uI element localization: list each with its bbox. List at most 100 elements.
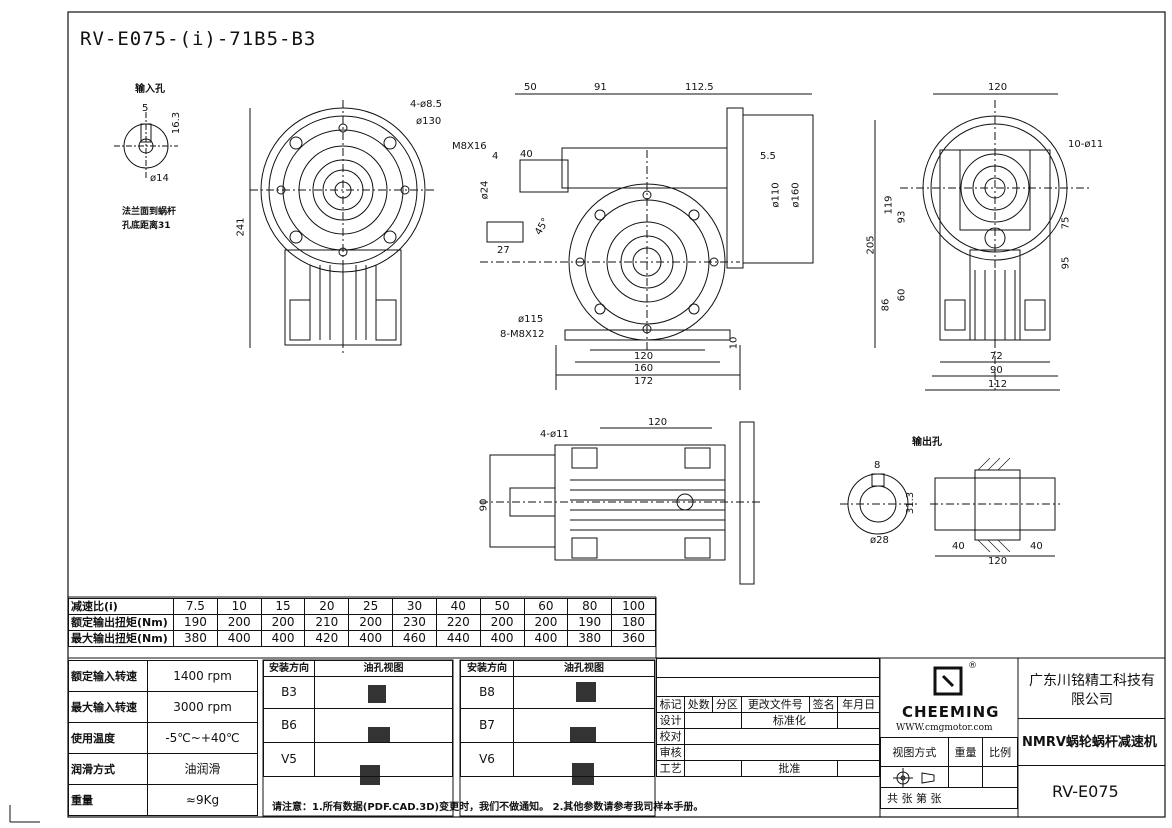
brand-url: WWW.cmgmotor.com [896,723,993,733]
dim-label: 31.3 [905,491,917,515]
input-hole-title: 输入孔 [135,84,165,95]
mounting-table-right: 安装方向油孔视图 B8 B7 V6 [460,660,655,777]
rev-header: 签名 [809,696,839,713]
spec-value: -5℃~+40℃ [147,722,258,754]
max-header: 最大输出扭矩(Nm) [68,630,174,647]
mount-v6: V6 [460,742,514,777]
spec-label: 额定输入转速 [68,660,148,692]
spec-value: 1400 rpm [147,660,258,692]
view-mode-label: 视图方式 [880,737,949,767]
oil-view-cell [513,708,655,743]
ratio-cell: 100 [611,598,656,615]
bottom-view [480,421,760,585]
mount-v5: V5 [263,742,315,777]
registered-mark: ® [968,661,977,671]
dim-label: 4-ø8.5 [410,99,442,110]
dim-label: 120 [988,556,1008,567]
mount-b7: B7 [460,708,514,743]
ratio-cell: 15 [260,598,306,615]
rated-cell: 230 [392,614,437,631]
spec-row: 重量≈9Kg [68,784,258,816]
dim-label: 160 [634,363,654,374]
dim-label: 120 [648,417,668,428]
rev-row: 设计 [655,712,686,729]
dim-label: ø28 [870,535,889,546]
drawing-frame [67,11,1166,818]
flange-note-line1: 法兰面到蜗杆 [122,207,177,217]
dim-label: 205 [865,235,877,255]
scale-label: 比例 [982,737,1018,767]
dim-label: 16.3 [171,111,183,135]
rated-cell: 210 [304,614,350,631]
output-hole-title: 输出孔 [912,437,942,448]
dim-label: ø115 [518,314,544,325]
dim-label: M8X16 [452,141,487,152]
weight-label: 重量 [947,737,984,767]
max-cell: 360 [611,630,656,647]
ratio-cell: 7.5 [173,598,218,615]
dim-label: ø160 [790,182,802,208]
dim-label: ø130 [416,116,442,127]
mount-col-oil: 油孔视图 [314,660,453,677]
dim-label: 95 [1060,256,1072,270]
spec-value: ≈9Kg [147,784,258,816]
rev-header: 分区 [712,696,742,713]
dim-label: 90 [478,498,490,512]
rated-cell: 180 [611,614,656,631]
dim-label: 172 [634,376,654,387]
max-cell: 400 [260,630,306,647]
dim-label: 10 [728,336,740,350]
dim-label: 112 [988,379,1008,390]
flange-note-line2: 孔底距离31 [122,221,171,231]
right-view [874,93,1090,391]
rated-cell: 200 [523,614,569,631]
max-cell: 440 [435,630,481,647]
dim-label: ø14 [150,173,169,184]
spec-label: 使用温度 [68,722,148,754]
dim-label: 60 [896,288,908,302]
max-cell: 420 [304,630,350,647]
dim-label: 4-ø11 [540,429,569,440]
ratio-cell: 40 [435,598,481,615]
spec-row: 使用温度-5℃~+40℃ [68,722,258,754]
max-cell: 460 [392,630,437,647]
dim-label: 27 [497,245,510,256]
dim-label: 112.5 [685,82,714,93]
ratio-cell: 10 [216,598,262,615]
dim-label: 93 [896,210,908,224]
dim-label: 5 [142,103,149,114]
oil-view-cell [513,676,655,709]
brand-name: CHEEMING [902,703,1000,721]
max-cell: 400 [479,630,525,647]
ratio-cell: 20 [304,598,350,615]
rev-header: 处数 [684,696,714,713]
dim-label: 241 [235,217,247,237]
mounting-table-left: 安装方向油孔视图 B3 B6 V5 [263,660,453,777]
spec-label: 润滑方式 [68,753,148,785]
dim-label: 90 [990,365,1003,376]
sheets-label: 共 张 第 张 [880,787,1018,809]
dim-label: ø110 [770,182,782,208]
ratio-cell: 30 [392,598,437,615]
rated-cell: 220 [435,614,481,631]
spec-value: 油润滑 [147,753,258,785]
dim-label: 120 [634,351,654,362]
dim-label: 8-M8X12 [500,329,545,340]
rated-header: 额定输出扭矩(Nm) [68,614,174,631]
dim-label: 40 [1030,541,1043,552]
dim-label: ø24 [479,180,491,200]
view-mode-block: 视图方式重量比例 共 张 第 张 [880,737,1018,809]
rated-cell: 190 [567,614,613,631]
mount-col-oil: 油孔视图 [513,660,655,677]
rev-approve: 批准 [740,760,839,777]
rev-std: 标准化 [740,712,839,729]
dim-label: 75 [1060,216,1072,230]
max-cell: 380 [567,630,613,647]
mount-b3: B3 [263,676,315,709]
company-name: 广东川铭精工科技有限公司 [1029,673,1155,708]
front-view [249,100,436,355]
